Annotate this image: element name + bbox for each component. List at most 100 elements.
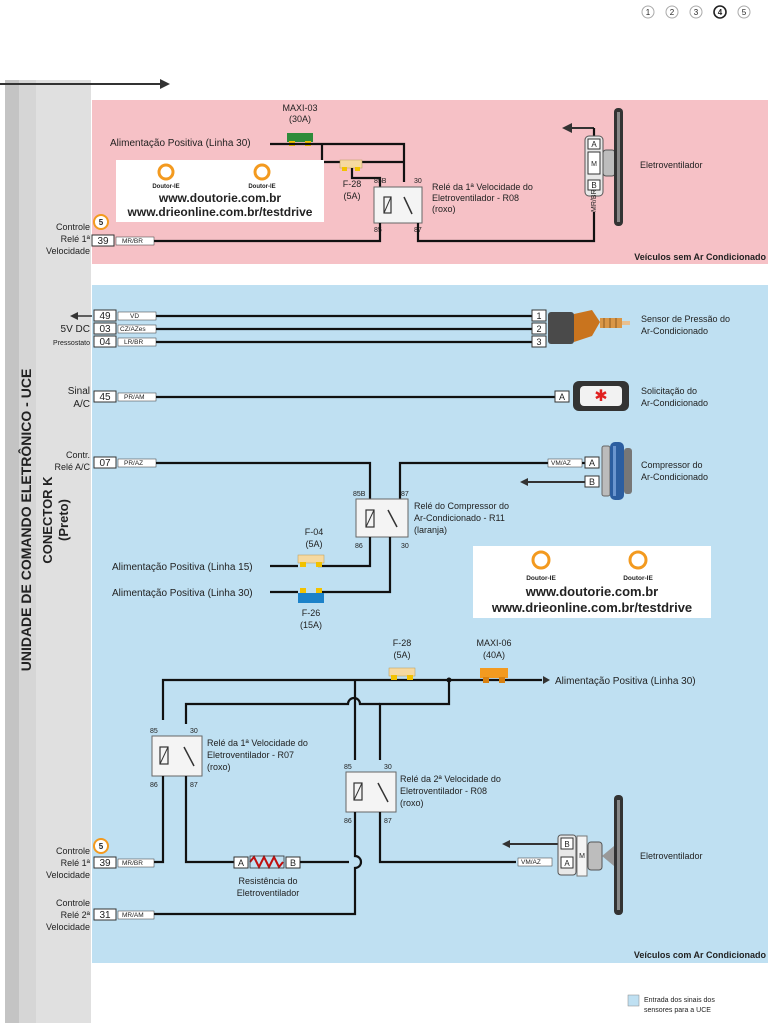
top-ad-url2[interactable]: www.drieonline.com.br/testdrive [127,205,313,219]
control1-wire: MR/BR [122,860,143,867]
bottom-fan-pin-b: B [564,840,569,849]
page-1[interactable]: 1 [646,8,651,17]
control2-line2: Relé 2ª [61,910,91,920]
ac-signal-conn: A [559,392,565,402]
control2-wire: MR/AM [122,912,144,919]
fan-relay2-pin-30: 30 [384,764,392,771]
pressure-row-2: 03 CZ/AZes 2 [93,322,547,335]
pressure-pin-2: 03 [99,324,111,335]
top-fuse-name: F-28 [343,179,362,189]
top-ad-brand2: Doutor-IE [248,184,275,190]
bottom-ad-brand: Doutor-IE [526,575,556,582]
fan-relay1-pin-30: 30 [190,728,198,735]
top-ad-brand: Doutor-IE [152,184,179,190]
top-relay-line3: (roxo) [432,204,456,214]
top-control-wire: MR/BR [122,238,143,245]
ac-signal-label1: Solicitação do [641,386,697,396]
page-2[interactable]: 2 [670,8,675,17]
maxi06-fuse [480,668,508,678]
ac-signal-wire: PR/AM [124,394,145,401]
pressure-left2: Pressostato [53,340,90,347]
bottom-ad[interactable]: Doutor-IE Doutor-IE www.doutorie.com.br … [473,546,711,618]
compressor-conn-a: A [589,458,595,468]
top-fan-wire: MR/BR [591,189,598,212]
bottom-ad-brand2: Doutor-IE [623,575,653,582]
fan-relay2-pin-85: 85 [344,764,352,771]
pressure-sensor-icon [548,310,630,344]
pressure-label2: Ar-Condicionado [641,326,708,336]
control2-pin: 31 [99,910,111,921]
top-power-label: Alimentação Positiva (Linha 30) [110,138,251,149]
compressor-relay-pin-86: 86 [355,543,363,550]
bottom-fan-icon: M [576,795,623,915]
compressor-relay-line2: Ar-Condicionado - R11 [414,513,505,523]
top-fan-pin-a: A [591,140,597,149]
control1-line3: Velocidade [46,870,90,880]
fuse-f04-name: F-04 [305,527,324,537]
page-5[interactable]: 5 [742,8,747,17]
top-maxi-rating: (30A) [289,114,311,124]
power-line-30-fan: Alimentação Positiva (Linha 30) [555,676,696,687]
pressure-wire-1: VD [130,313,139,320]
top-relay-pin-30: 30 [414,178,422,185]
ac-signal-pin: 45 [99,392,111,403]
fan-relay2-line3: (roxo) [400,798,424,808]
pressure-wire-2: CZ/AZes [120,326,146,333]
svg-text:✱: ✱ [594,386,607,405]
top-relay [373,186,423,224]
ac-switch-icon[interactable]: ✱ [573,381,629,411]
fan-fuse-f28 [388,667,416,677]
ac-signal-left2: A/C [73,399,90,410]
control1-line1: Controle [56,846,90,856]
fuse-f26-name: F-26 [302,608,321,618]
top-panel: Alimentação Positiva (Linha 30) MAXI-03 … [46,103,767,262]
bottom-fan-connector: B A [557,834,577,876]
pressure-pin-1: 49 [99,311,111,322]
pressure-row-3: 04 LR/BR 3 [93,335,547,348]
ac-signal-left1: Sinal [68,386,90,397]
top-fan-pin-m: M [591,161,597,168]
fan-relay1-line3: (roxo) [207,762,231,772]
compressor-relay-pin-30: 30 [401,543,409,550]
top-fan-pin-b: B [591,181,596,190]
fan-relay2-line1: Relé da 2ª Velocidade do [400,774,501,784]
bottom-panel: 5V DC Pressostato 49 VD 1 03 CZ/AZes 2 0… [46,309,767,960]
top-ad[interactable]: Doutor-IE Doutor-IE www.doutorie.com.br … [116,160,324,222]
bottom-fan-pin-a: A [564,859,570,868]
compressor-relay-pin-85b: 85B [353,491,366,498]
top-control-line1: Controle [56,222,90,232]
fuse-f04-rating: (5A) [305,539,322,549]
uce-connector: CONECTOR K [40,476,55,564]
compressor-wire: PR/AZ [124,460,143,467]
fan-relay2-pin-87: 87 [384,818,392,825]
resistor-label2: Eletroventilador [237,888,300,898]
top-relay-line2: Eletroventilador - R08 [432,193,519,203]
fan-relay2-pin-86: 86 [344,818,352,825]
page-indicator[interactable]: 1 2 3 4 5 [641,5,751,19]
page-4[interactable]: 4 [718,8,723,17]
fan-relay1-pin-85: 85 [150,728,158,735]
bottom-fan-pin-m: M [579,853,585,860]
compressor-relay-line1: Relé do Compressor do [414,501,509,511]
pressure-wire-3: LR/BR [124,339,143,346]
top-control-badge [93,214,109,230]
fuse-f26 [298,593,324,603]
legend: Entrada dos sinais dos sensores para a U… [627,994,715,1014]
bottom-ad-url1[interactable]: www.doutorie.com.br [525,584,658,599]
pressure-row-1: 49 VD 1 [93,309,547,322]
top-ad-url1[interactable]: www.doutorie.com.br [158,191,282,205]
fan-relay-2 [345,771,397,813]
compressor-pin: 07 [99,458,111,469]
fuse-f26-rating: (15A) [300,620,322,630]
pressure-conn-3: 3 [536,337,541,347]
bottom-ad-url2[interactable]: www.drieonline.com.br/testdrive [491,600,692,615]
fan-relay1-line1: Relé da 1ª Velocidade do [207,738,308,748]
resistor-pin-a: A [238,858,244,868]
compressor-label2: Ar-Condicionado [641,472,708,482]
bottom-fan-label: Eletroventilador [640,851,703,861]
fan-relay1-line2: Eletroventilador - R07 [207,750,294,760]
power-line-15: Alimentação Positiva (Linha 15) [112,562,253,573]
page-3[interactable]: 3 [694,8,699,17]
fuse-f04 [297,554,325,564]
